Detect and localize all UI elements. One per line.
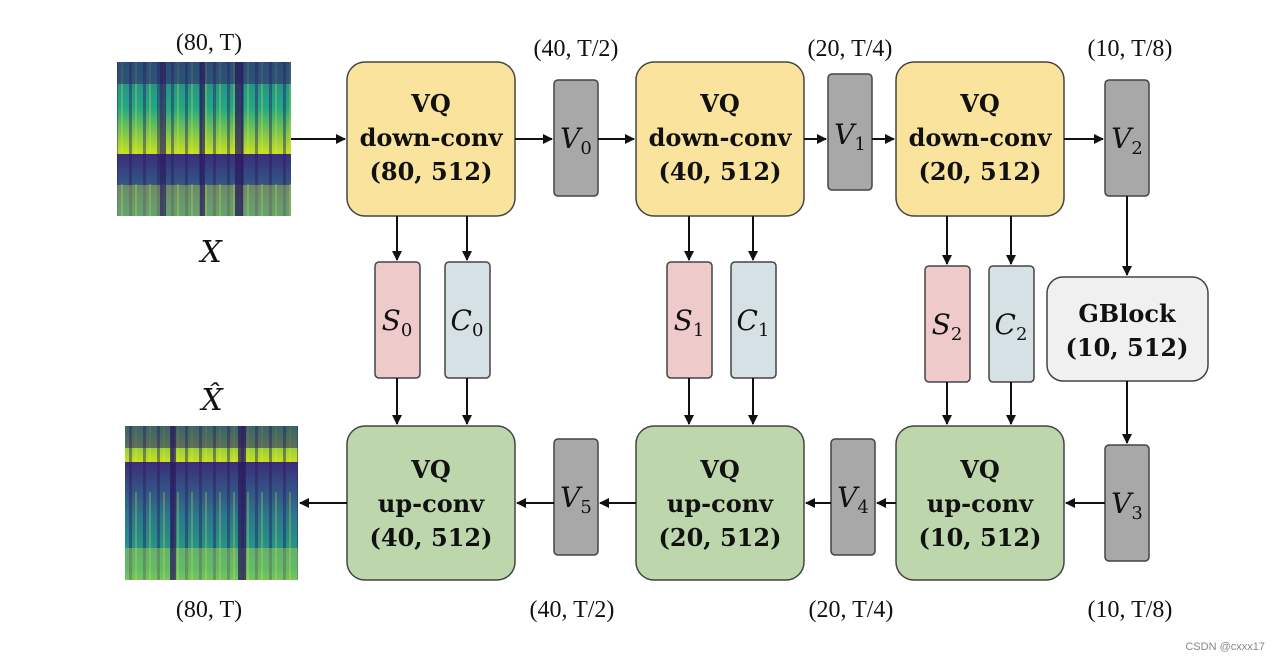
svg-text:up-conv: up-conv: [667, 489, 774, 518]
encoder-block-2: VQ down-conv (20, 512): [895, 61, 1065, 217]
dec2-in-dims: (10, T/8): [1088, 597, 1173, 623]
svg-text:VQ: VQ: [410, 455, 451, 484]
svg-text:C1: C1: [737, 304, 770, 341]
input-symbol: X: [198, 235, 223, 270]
svg-text:V1: V1: [834, 118, 866, 155]
v0-symbol: V: [560, 122, 583, 155]
svg-text:V4: V4: [837, 481, 869, 518]
var-box-v2: V2: [1104, 79, 1150, 197]
encoder-1-line1: VQ: [699, 89, 740, 118]
svg-text:(20, 512): (20, 512): [659, 523, 782, 552]
encoder-0-line3: (80, 512): [370, 157, 493, 186]
decoder-block-0: VQ up-conv (40, 512): [346, 425, 516, 581]
svg-text:S0: S0: [382, 304, 413, 341]
skip-s1: S1: [666, 261, 713, 379]
input-dims-label: (80, T): [176, 30, 242, 56]
skip-c2: C2: [988, 265, 1035, 383]
svg-text:S2: S2: [932, 308, 963, 345]
var-box-v3: V3: [1104, 444, 1150, 562]
encoder-2-line2: down-conv: [909, 123, 1053, 152]
skip-c1: C1: [730, 261, 777, 379]
dec1-in-dims: (20, T/4): [809, 597, 894, 623]
v2-subscript: 2: [1131, 138, 1142, 159]
dec0-in-dims: (40, T/2): [530, 597, 615, 623]
encoder-2-line1: VQ: [959, 89, 1000, 118]
v0-subscript: 0: [580, 138, 591, 159]
v1-subscript: 1: [854, 134, 865, 155]
encoder-0-line2: down-conv: [360, 123, 504, 152]
svg-text:S1: S1: [674, 304, 705, 341]
svg-text:C2: C2: [995, 308, 1028, 345]
encoder-1-line2: down-conv: [649, 123, 793, 152]
var-box-v4: V4: [830, 438, 876, 556]
v1-symbol: V: [834, 118, 857, 151]
var-box-v5: V5: [553, 438, 599, 556]
decoder-block-2: VQ up-conv (10, 512): [895, 425, 1065, 581]
svg-text:up-conv: up-conv: [927, 489, 1034, 518]
gblock: GBlock (10, 512): [1046, 276, 1209, 382]
encoder-0-line1: VQ: [410, 89, 451, 118]
skip-s2: S2: [924, 265, 971, 383]
encoder-block-1: VQ down-conv (40, 512): [635, 61, 805, 217]
decoder-block-1: VQ up-conv (20, 512): [635, 425, 805, 581]
enc2-out-dims: (10, T/8): [1088, 36, 1173, 62]
encoder-block-0: VQ down-conv (80, 512): [346, 61, 516, 217]
var-box-v0: V0: [553, 79, 599, 197]
svg-text:V0: V0: [560, 122, 592, 159]
enc0-out-dims: (40, T/2): [534, 36, 619, 62]
encoder-2-line3: (20, 512): [919, 157, 1042, 186]
svg-text:V3: V3: [1111, 487, 1143, 524]
svg-text:up-conv: up-conv: [378, 489, 485, 518]
var-box-v1: V1: [827, 73, 873, 191]
output-dims-label: (80, T): [176, 597, 242, 623]
svg-text:(10, 512): (10, 512): [919, 523, 1042, 552]
watermark: CSDN @cxxx17: [1185, 641, 1265, 653]
skip-s0: S0: [374, 261, 421, 379]
gblock-line1: GBlock: [1078, 299, 1177, 328]
gblock-line2: (10, 512): [1066, 333, 1189, 362]
enc1-out-dims: (20, T/4): [808, 36, 893, 62]
svg-text:V2: V2: [1111, 122, 1143, 159]
svg-text:VQ: VQ: [959, 455, 1000, 484]
svg-text:V5: V5: [560, 481, 592, 518]
output-spectrogram: [125, 426, 298, 580]
input-spectrogram: [117, 62, 291, 216]
skip-c0: C0: [444, 261, 491, 379]
arrows: [291, 134, 1132, 508]
svg-text:C0: C0: [451, 304, 484, 341]
encoder-1-line3: (40, 512): [659, 157, 782, 186]
svg-text:(40, 512): (40, 512): [370, 523, 493, 552]
svg-text:VQ: VQ: [699, 455, 740, 484]
output-symbol: X̂: [199, 383, 224, 418]
v2-symbol: V: [1111, 122, 1134, 155]
